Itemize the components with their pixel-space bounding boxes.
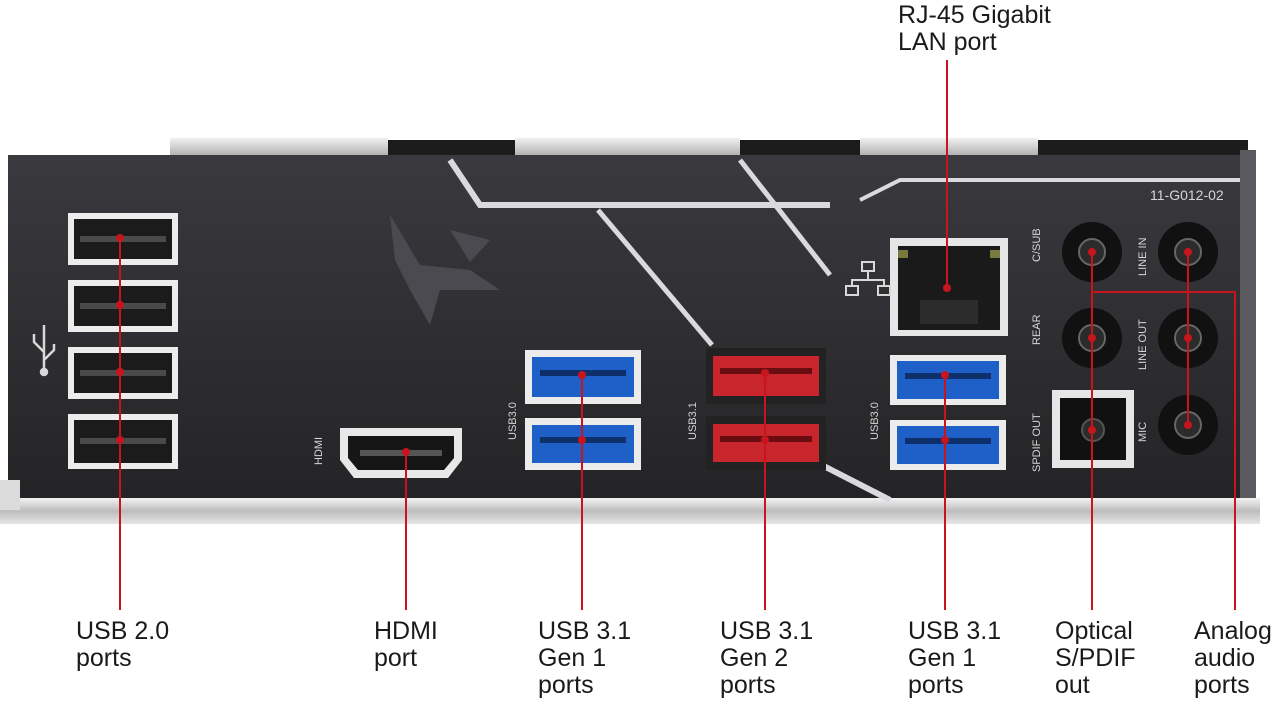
callout-hdmi: HDMI port	[374, 618, 438, 672]
part-number-label: 11-G012-02	[1150, 187, 1224, 203]
callout-rj45-line2: LAN port	[898, 28, 997, 56]
silk-spdif: SPDIF OUT	[1031, 413, 1043, 472]
callout-optical-line2: S/PDIF	[1055, 644, 1136, 672]
callout-optical-line1: Optical	[1055, 617, 1133, 645]
callout-usb20-line2: ports	[76, 644, 132, 672]
callout-hdmi-line2: port	[374, 644, 418, 672]
usb-symbol-icon	[32, 325, 56, 377]
silk-line-out: LINE OUT	[1137, 319, 1149, 370]
callout-usb31-gen2-line2: Gen 2	[720, 644, 789, 672]
callout-usb31-gen1-left-line3: ports	[538, 671, 594, 699]
hdmi-port	[340, 428, 462, 478]
callout-usb31-gen1-right-line1: USB 3.1	[908, 617, 1002, 645]
silk-rear: REAR	[1031, 314, 1043, 345]
callout-hdmi-line1: HDMI	[374, 617, 438, 645]
usb31-gen1-port	[890, 420, 1006, 470]
callout-optical-line3: out	[1055, 671, 1090, 699]
silk-mic: MIC	[1137, 422, 1149, 442]
callout-usb20-line1: USB 2.0	[76, 617, 170, 645]
silk-usb31: USB3.1	[687, 402, 699, 440]
callout-usb31-gen1-left-line2: Gen 1	[538, 644, 607, 672]
callout-usb31-gen1-right-line3: ports	[908, 671, 964, 699]
silk-line-in: LINE IN	[1137, 237, 1149, 276]
aorus-eagle-logo	[390, 215, 500, 325]
callout-analog-line2: audio	[1194, 644, 1256, 672]
callout-usb31-gen1-right: USB 3.1 Gen 1 ports	[908, 618, 1001, 699]
callout-usb20: USB 2.0 ports	[76, 618, 169, 672]
usb31-gen1-port	[890, 355, 1006, 405]
silk-usb30-right: USB3.0	[869, 402, 881, 440]
callout-rj45-line1: RJ-45 Gigabit	[898, 1, 1051, 29]
top-metal-tabs	[170, 138, 1248, 158]
callout-usb31-gen1-left: USB 3.1 Gen 1 ports	[538, 618, 631, 699]
callout-usb31-gen2-line3: ports	[720, 671, 776, 699]
callout-usb31-gen2-line1: USB 3.1	[720, 617, 814, 645]
silk-csub: C/SUB	[1031, 228, 1043, 262]
silk-usb30-left: USB3.0	[507, 402, 519, 440]
callout-rj45: RJ-45 Gigabit LAN port	[898, 2, 1051, 56]
callout-analog: Analog audio ports	[1194, 618, 1272, 699]
callout-usb31-gen1-left-line1: USB 3.1	[538, 617, 632, 645]
callout-analog-line1: Analog	[1194, 617, 1272, 645]
callout-optical: Optical S/PDIF out	[1055, 618, 1136, 699]
callout-analog-line3: ports	[1194, 671, 1250, 699]
network-icon	[845, 261, 891, 296]
callout-usb31-gen2: USB 3.1 Gen 2 ports	[720, 618, 813, 699]
silk-hdmi: HDMI	[313, 437, 325, 465]
callout-usb31-gen1-right-line2: Gen 1	[908, 644, 977, 672]
